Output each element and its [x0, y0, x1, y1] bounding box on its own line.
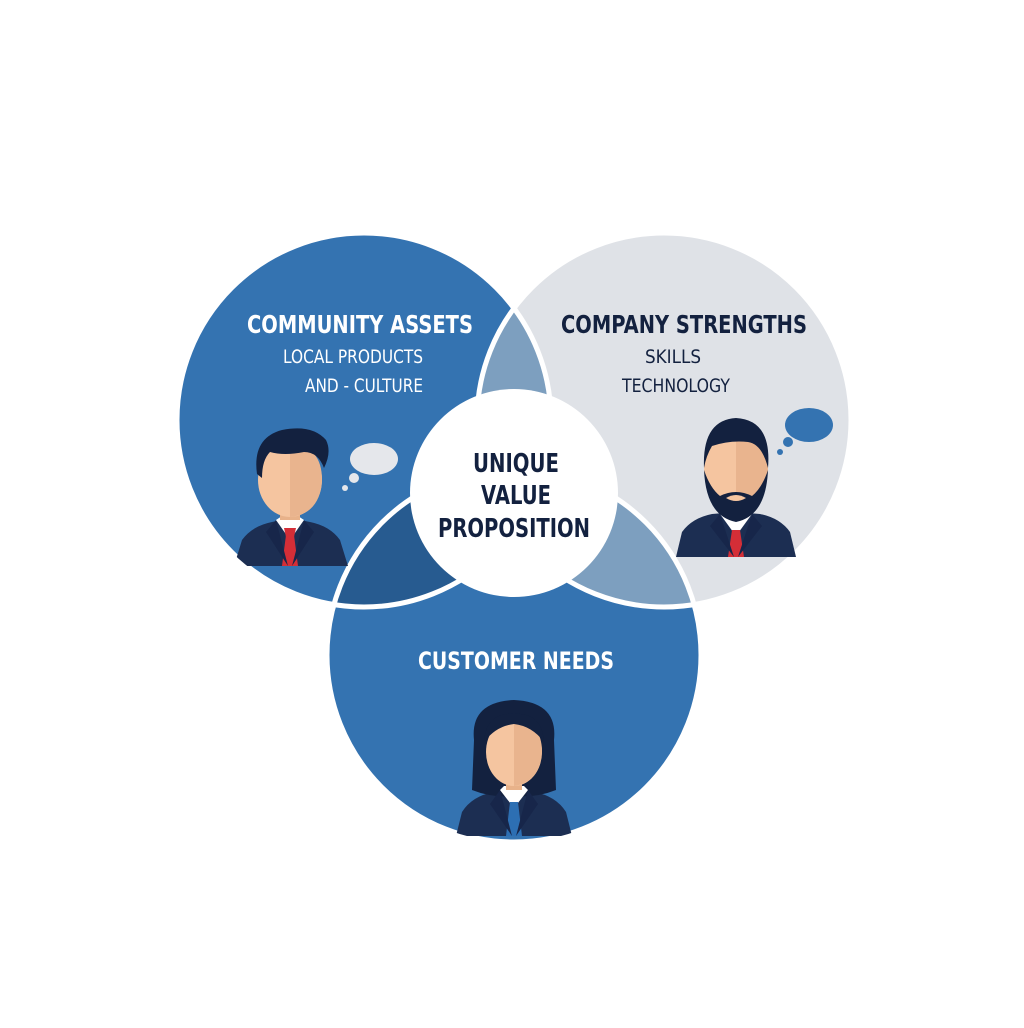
center-line2: VALUE	[481, 481, 551, 511]
center-line3: PROPOSITION	[438, 514, 590, 544]
customer-title: CUSTOMER NEEDS	[418, 647, 614, 675]
bearded-man-avatar-icon	[676, 418, 796, 557]
woman-avatar-icon	[456, 700, 572, 836]
overlap-company-customer	[477, 468, 701, 607]
center-circle	[410, 389, 618, 597]
man-avatar-icon	[234, 428, 348, 566]
center-line1: UNIQUE	[473, 449, 559, 479]
community-line2: AND - CULTURE	[305, 375, 423, 397]
company-line1: SKILLS	[645, 346, 701, 368]
community-line1: LOCAL PRODUCTS	[283, 346, 423, 368]
thought-bubble-icon	[777, 408, 833, 455]
company-title: COMPANY STRENGTHS	[561, 310, 807, 339]
community-title: COMMUNITY ASSETS	[247, 310, 473, 339]
company-line2: TECHNOLOGY	[621, 375, 730, 397]
thought-bubble-icon	[342, 443, 398, 491]
overlap-community-customer	[327, 468, 551, 607]
